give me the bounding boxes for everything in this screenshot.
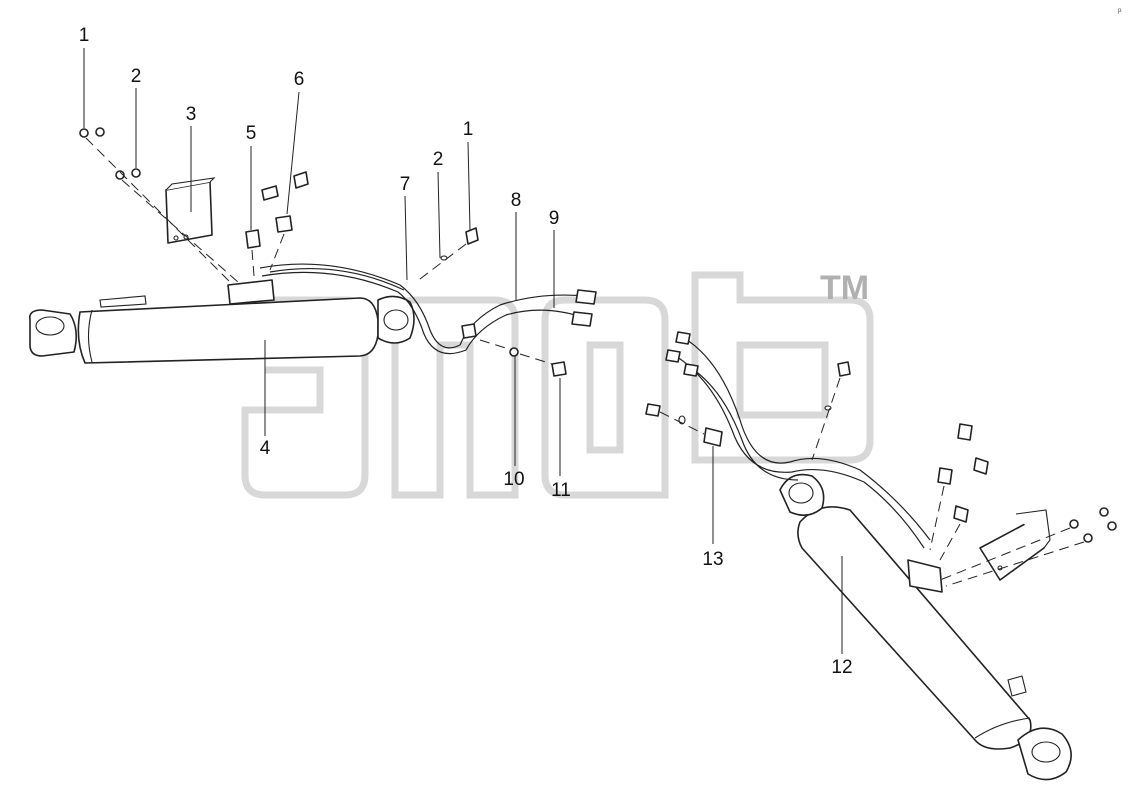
right-washer-b (1107, 521, 1117, 531)
callout-2b: 2 (433, 149, 444, 170)
leader-6 (286, 91, 300, 215)
right-rod-eye-bore (1031, 741, 1061, 763)
right-bolt-a (1069, 519, 1079, 529)
right-hose-end-b (665, 349, 681, 363)
elbow-fitting-6 (293, 171, 309, 189)
right-hose-assembly (645, 331, 931, 549)
leader-lines (83, 48, 843, 654)
left-bracket-flange (165, 177, 216, 191)
right-washer-a (1099, 507, 1109, 517)
callout-1a: 1 (79, 25, 90, 46)
right-hose-lower (675, 355, 925, 549)
right-elbow-fitting-b (973, 457, 989, 475)
right-bracket (929, 423, 1117, 587)
left-bracket-hole (173, 235, 179, 241)
left-washer-2b (131, 168, 141, 178)
right-washer-2 (824, 405, 832, 411)
left-washer-2a (115, 170, 125, 180)
leader-1b (467, 141, 471, 231)
callout-5: 5 (246, 123, 257, 144)
watermark-letter-3 (541, 296, 669, 499)
right-hose-middle (693, 369, 799, 481)
right-hose-end-c (683, 363, 699, 377)
right-fitting-b (953, 505, 969, 523)
right-elbow-fitting-a (957, 423, 973, 441)
right-hose-end-a (675, 331, 691, 345)
callout-3: 3 (186, 104, 197, 125)
right-hydraulic-cylinder (779, 473, 1072, 781)
assembly-line (415, 243, 467, 283)
hose-middle (269, 268, 405, 291)
fitting-6 (275, 215, 293, 233)
left-cylinder-body (77, 297, 379, 364)
assembly-line (939, 527, 1071, 581)
right-cylinder-band (974, 717, 1031, 739)
leader-2b (437, 171, 441, 259)
left-hose-assembly (259, 227, 597, 377)
right-bolt-near-13 (645, 403, 661, 417)
assembly-line (929, 485, 945, 551)
hose-clamp (461, 323, 477, 339)
fitting-5 (245, 229, 261, 249)
left-fasteners (79, 127, 309, 283)
assembly-line (811, 377, 841, 461)
callout-10: 10 (503, 469, 524, 490)
watermark-trademark: TM (820, 269, 869, 307)
left-cylinder-mount (99, 295, 147, 308)
callout-labels: 1 2 3 4 5 6 7 1 2 8 9 10 11 12 13 (79, 25, 853, 678)
right-bolt-1 (837, 361, 851, 377)
right-cylinder-body (797, 506, 1032, 750)
hose-end-9b (571, 311, 593, 327)
left-clevis-bore (383, 309, 409, 331)
watermark-letter-4 (691, 271, 874, 464)
bolt-11 (551, 361, 567, 377)
callout-1b: 1 (463, 119, 474, 140)
corner-tag: p (1118, 8, 1122, 14)
right-bracket-flange (1015, 509, 1051, 549)
callout-9: 9 (549, 208, 560, 229)
left-bracket (165, 177, 216, 244)
right-valve-block (907, 559, 943, 593)
washer-10 (509, 347, 519, 357)
right-clevis-bore (788, 482, 814, 504)
assembly-line (939, 523, 961, 561)
assembly-line (269, 233, 285, 271)
assembly-line (479, 339, 513, 351)
callout-6: 6 (294, 69, 305, 90)
callout-2a: 2 (131, 66, 142, 87)
callout-13: 13 (702, 549, 723, 570)
assembly-line (945, 541, 1085, 587)
left-bolt-1a (79, 128, 89, 138)
right-fitting-a (937, 467, 953, 485)
assembly-line (85, 137, 231, 283)
leader-7 (404, 195, 408, 281)
callout-7: 7 (400, 174, 411, 195)
callout-8: 8 (511, 190, 522, 211)
hose-end-9a (575, 289, 597, 305)
fitting-13 (703, 427, 723, 447)
callout-11: 11 (551, 480, 571, 501)
left-cylinder-band (87, 309, 93, 363)
hose-lower (261, 271, 586, 355)
left-bolt-1b (95, 127, 105, 137)
callout-12: 12 (831, 657, 852, 678)
callout-4: 4 (260, 438, 271, 459)
left-valve-block (227, 279, 275, 305)
left-bracket-plate (165, 181, 213, 244)
assembly-line (659, 411, 705, 435)
elbow-fitting-5 (261, 185, 279, 201)
right-cylinder-mount (1007, 675, 1027, 697)
left-hydraulic-cylinder (28, 279, 415, 364)
assembly-line (519, 353, 553, 365)
right-hose-upper (683, 337, 931, 541)
hose-upper (259, 263, 586, 349)
bolt-1-mid (465, 227, 479, 245)
right-bolt-b (1083, 533, 1093, 543)
left-rod-eye-bore (35, 316, 65, 336)
assembly-line (251, 249, 255, 277)
assembly-line (121, 179, 239, 283)
